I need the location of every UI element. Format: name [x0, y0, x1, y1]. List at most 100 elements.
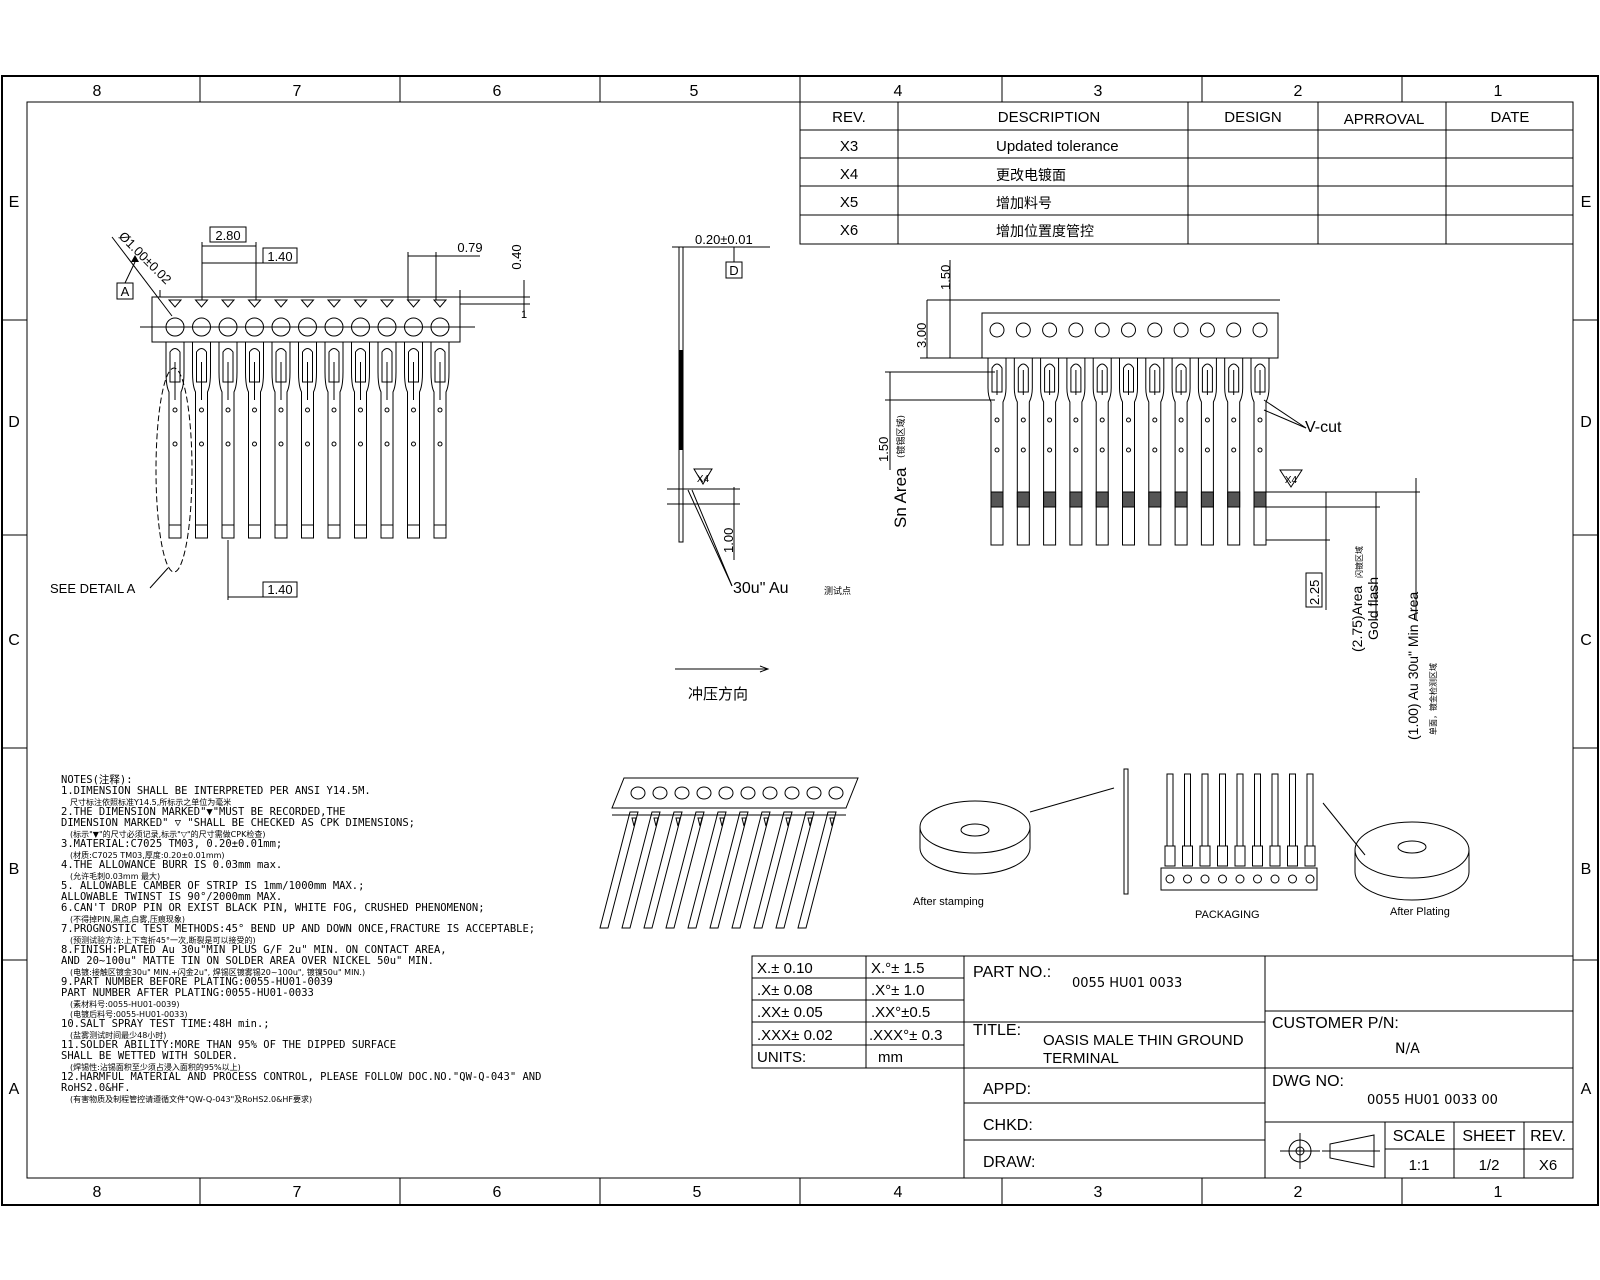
units-value: mm — [878, 1049, 903, 1066]
right-pin — [1040, 358, 1060, 546]
front-pin — [271, 342, 291, 539]
front-pin-dot — [384, 407, 390, 413]
front-pin-dot — [437, 407, 443, 413]
iso-hole — [630, 786, 646, 800]
right-pin-dot — [1020, 417, 1026, 423]
right-pin-dot — [1073, 447, 1079, 453]
side-view: 0.20±0.01 D X4 1.00 30u" Au 测试点 冲压方向 — [667, 232, 851, 703]
right-au-area-cn: 单面，镀金检测区域 — [1428, 663, 1438, 735]
pack-pin — [1236, 773, 1244, 847]
rev-row-x4-description: 更改电镀面 — [996, 167, 1066, 184]
pilot-hole — [245, 317, 264, 337]
iso-carrier — [611, 777, 859, 809]
right-pin — [1013, 358, 1033, 546]
side-plating-cn: 测试点 — [824, 585, 851, 597]
pilot-hole — [1068, 322, 1084, 338]
pilot-notch — [379, 299, 395, 308]
iso-hole — [652, 786, 668, 800]
iso-hole — [740, 786, 756, 800]
right-pin — [1092, 358, 1112, 546]
title-line-2: TERMINAL — [1043, 1050, 1119, 1067]
right-pin-dot — [1152, 447, 1158, 453]
right-pin — [1171, 358, 1191, 546]
side-plating: 30u" Au — [733, 580, 789, 597]
front-dim-bottom: 1.40 — [267, 582, 292, 597]
right-dim-300: 3.00 — [914, 323, 929, 348]
right-pin — [1250, 358, 1270, 546]
iso-pin-tab — [807, 817, 813, 827]
title-label: TITLE: — [973, 1022, 1021, 1039]
rev-row-x5-description: 增加料号 — [996, 196, 1052, 212]
part-no-value: 0055 HU01 0033 — [1072, 976, 1182, 991]
rev-row-x3-rev: X3 — [840, 138, 858, 155]
pilot-hole — [1094, 322, 1110, 338]
right-gold-flash-cn: 闪镀区域 — [1354, 546, 1364, 578]
note-line: PART NUMBER AFTER PLATING:0055-HU01-0033 — [61, 987, 314, 999]
isometric-strip — [599, 777, 859, 929]
right-pin-dot — [994, 417, 1000, 423]
iso-hole — [784, 786, 800, 800]
rev-header-description: DESCRIPTION — [998, 109, 1101, 126]
note-line: 7.PROGNOSTIC TEST METHODS:45° BEND UP AN… — [61, 923, 535, 935]
row-dividers — [2, 319, 1598, 961]
pilot-notch — [220, 299, 236, 308]
right-pin-window — [1228, 363, 1240, 393]
pilot-notch — [247, 299, 262, 308]
col-label-8-bottom: 8 — [93, 1184, 102, 1201]
pack-pin — [1289, 773, 1296, 847]
tol-lin-2: .XX± 0.05 — [757, 1004, 823, 1021]
iso-hole — [806, 786, 822, 800]
right-pin-dot — [1178, 447, 1184, 453]
iso-pin-tab — [631, 817, 637, 827]
rev-header-rev: REV. — [832, 109, 866, 126]
col-label-8: 8 — [93, 83, 102, 100]
right-pin-gold-band — [1016, 491, 1030, 508]
right-pin-dot — [1204, 417, 1210, 423]
front-pin-dot — [225, 441, 231, 447]
pack-pin-base — [1304, 845, 1316, 867]
right-gold-flash: (2.75)Area — [1349, 586, 1365, 652]
after-stamping-label: After stamping — [913, 896, 984, 908]
pack-pin-base — [1164, 845, 1176, 867]
pack-pin — [1254, 773, 1261, 847]
note-line: SHALL BE WETTED WITH SOLDER. — [61, 1050, 238, 1062]
dwg-no-value: 0055 HU01 0033 00 — [1367, 1093, 1498, 1108]
iso-hole — [674, 786, 690, 800]
rev-row-x5-rev: X5 — [840, 194, 858, 211]
right-pin-gold-band — [990, 491, 1004, 508]
scale-value: 1:1 — [1409, 1157, 1430, 1174]
right-pin-dot — [1099, 417, 1105, 423]
front-pin-window — [222, 348, 234, 383]
note-line: 9.PART NUMBER BEFORE PLATING:0055-HU01-0… — [61, 976, 333, 988]
note-line: 6.CAN'T DROP PIN OR EXIST BLACK PIN, WHI… — [61, 902, 485, 914]
front-pin — [298, 342, 317, 539]
front-pin-dot — [172, 407, 178, 413]
pack-pin — [1184, 773, 1191, 847]
packaging-label: PACKAGING — [1195, 909, 1260, 921]
right-pin-gold-band — [1253, 491, 1267, 508]
pilot-notch — [273, 299, 289, 308]
note-line: 2.THE DIMENSION MARKED"▼"MUST BE RECORDE… — [61, 806, 345, 818]
detail-a-ellipse — [155, 367, 193, 573]
right-pin — [1066, 358, 1086, 546]
pilot-hole — [351, 317, 370, 337]
side-thickness: 0.20±0.01 — [695, 232, 753, 247]
iso-hole — [718, 786, 734, 800]
right-pin-window — [1149, 363, 1161, 393]
tol-ang-1: .X°± 1.0 — [871, 982, 924, 999]
pack-pin — [1306, 773, 1314, 847]
rev-row-x3-description: Updated tolerance — [996, 138, 1119, 155]
front-pin-window — [328, 348, 340, 383]
note-line: 5. ALLOWABLE CAMBER OF STRIP IS 1mm/1000… — [61, 880, 364, 892]
front-pin-dot — [225, 407, 231, 413]
note-cn-line: (素材料号:0055-HU01-0039) — [70, 999, 179, 1009]
customer-pn-value: N/A — [1395, 1041, 1420, 1057]
right-pin-gold-band — [1227, 491, 1241, 508]
notes: NOTES(注释):1.DIMENSION SHALL BE INTERPRET… — [61, 773, 541, 1104]
right-pins — [987, 358, 1270, 546]
iso-pin-tab — [741, 817, 747, 827]
pack-hole — [1165, 874, 1175, 884]
right-pin-dot — [994, 447, 1000, 453]
pilot-notch — [194, 299, 209, 308]
